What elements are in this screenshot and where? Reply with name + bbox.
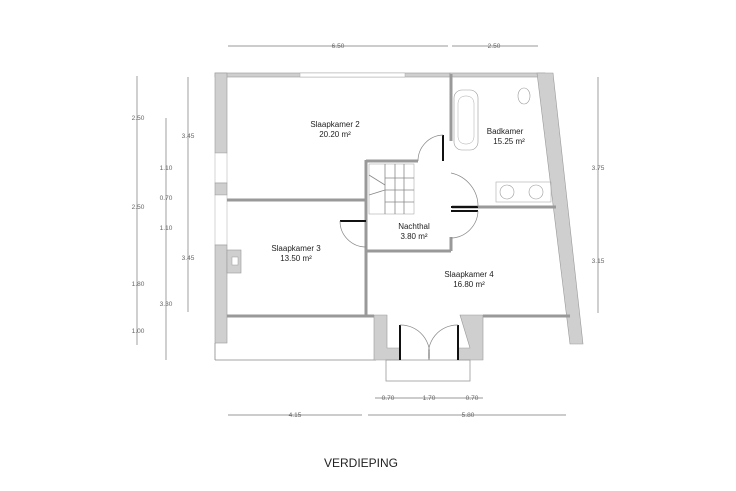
sink-counter (495, 181, 552, 203)
room-name: Slaapkamer 4 (444, 270, 494, 279)
dim-label: 1.00 (132, 328, 145, 335)
window-left (214, 152, 228, 184)
dim-label: 3.45 (182, 255, 195, 262)
window-top (299, 72, 406, 78)
room-area: 15.25 m² (493, 137, 525, 146)
bathroom-fixtures (453, 87, 552, 203)
dim-label: 2.50 (132, 115, 145, 122)
room-area: 20.20 m² (319, 130, 351, 139)
dim-label: 1.10 (160, 225, 173, 232)
dim-label: 0.70 (160, 195, 173, 202)
room-area: 13.50 m² (280, 254, 312, 263)
dim-label: 3.75 (592, 165, 605, 172)
room-area: 3.80 m² (400, 232, 427, 241)
dim-label: 1.80 (132, 281, 145, 288)
dim-label: 3.45 (182, 133, 195, 140)
room-name: Nachthal (398, 222, 430, 231)
dim-label: 4.15 (289, 412, 302, 419)
room-labels: Slaapkamer 2 20.20 m² Badkamer 15.25 m² … (271, 120, 525, 289)
room-name: Slaapkamer 3 (271, 244, 321, 253)
room-area: 16.80 m² (453, 280, 485, 289)
room-name: Badkamer (487, 127, 524, 136)
dim-label: 2.50 (488, 43, 501, 50)
doors (339, 134, 479, 361)
dim-label: 5.80 (462, 412, 475, 419)
walls (214, 72, 584, 382)
staircase (368, 163, 415, 215)
dimension-lines: 6.50 2.50 2.50 2.50 1.80 1.00 1.10 0.70 … (132, 43, 605, 419)
dim-label: 3.30 (160, 301, 173, 308)
toilet (517, 87, 531, 105)
dim-label: 0.70 (382, 395, 395, 402)
bathtub (453, 89, 479, 151)
dim-label: 3.15 (592, 258, 605, 265)
dim-label: 0.70 (466, 395, 479, 402)
balcony (385, 359, 471, 382)
room-name: Slaapkamer 2 (310, 120, 360, 129)
dim-label: 6.50 (332, 43, 345, 50)
dim-label: 1.10 (160, 165, 173, 172)
dim-label: 1.70 (423, 395, 436, 402)
floor-title: VERDIEPING (323, 456, 398, 470)
dim-label: 2.50 (132, 204, 145, 211)
chimney (231, 256, 239, 266)
